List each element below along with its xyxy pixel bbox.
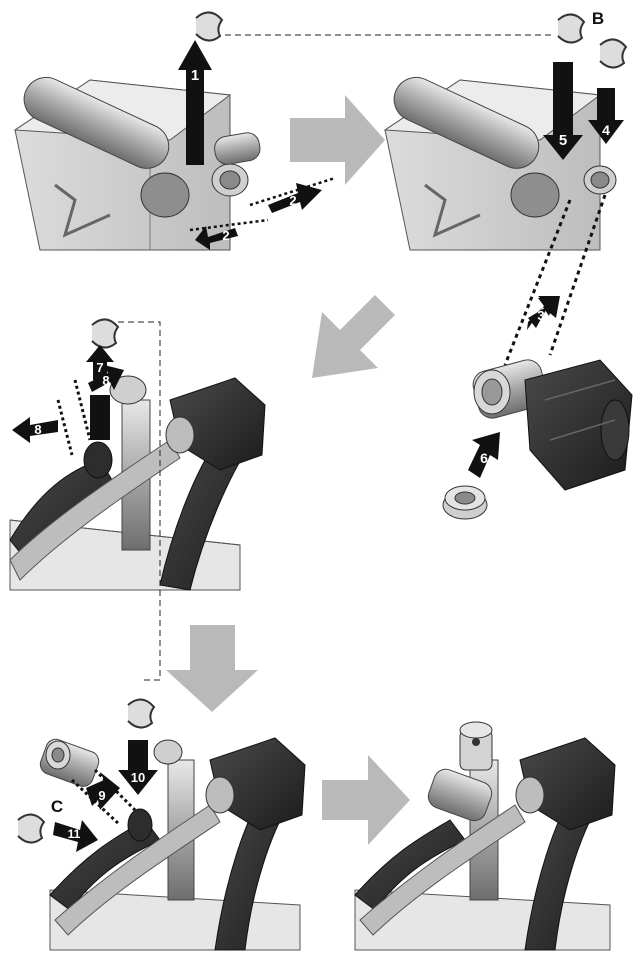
main-pipe <box>23 76 170 169</box>
step-arrow-7: 7 <box>86 345 114 380</box>
step-arrow-1: 1 <box>178 40 212 165</box>
clip-b-icon <box>557 13 586 44</box>
step-label-3: 3 <box>537 308 544 323</box>
step-label-2b: 2 <box>289 193 296 208</box>
step-label-1: 1 <box>191 67 199 84</box>
panel-step-7-8: 7 8 8 <box>9 318 266 591</box>
vent-valve-icon <box>459 721 493 771</box>
panel-step-4-5: B 5 4 <box>383 9 628 366</box>
callout-c: C <box>51 797 63 816</box>
step-arrow-2b: 2 <box>268 183 322 213</box>
step-arrow-5: 5 <box>543 62 583 160</box>
step-label-7: 7 <box>96 360 103 375</box>
pipe-end-cap <box>140 172 190 218</box>
step-arrow-8a: 8 <box>88 365 124 392</box>
elbow-fitting-icon <box>39 738 100 787</box>
flow-arrow-diagonal <box>312 295 395 378</box>
elbow-fitted <box>427 768 493 822</box>
step-label-10: 10 <box>131 770 145 785</box>
step-label-8a: 8 <box>102 373 109 388</box>
flow-arrow-right-top <box>290 95 385 185</box>
step-arrow-10: 10 <box>118 740 158 795</box>
step-arrow-8b: 8 <box>12 417 58 443</box>
pump-assembly <box>472 359 633 491</box>
seal-ring-icon <box>442 485 488 520</box>
wire-bracket <box>54 183 111 238</box>
step-arrow-4: 4 <box>588 88 624 144</box>
step-arrow-2a: 2 <box>195 226 238 250</box>
clip-icon-4 <box>127 698 156 729</box>
main-pipe-2 <box>393 76 540 169</box>
panel-assembled <box>354 721 616 951</box>
clip-link-line-2 <box>118 321 161 681</box>
flow-arrow-down <box>166 625 258 712</box>
step-arrow-3: 3 <box>527 296 560 330</box>
step-arrow-6: 6 <box>468 432 500 478</box>
panel-step-9-11: C 10 9 11 <box>17 698 306 951</box>
step-label-6: 6 <box>480 450 488 466</box>
clip-icon <box>195 11 224 42</box>
step-arrow-11: 11 <box>53 820 98 852</box>
step-label-2a: 2 <box>222 228 229 243</box>
clip-icon-3 <box>91 318 120 349</box>
callout-b: B <box>592 9 604 28</box>
step-label-9: 9 <box>98 788 105 803</box>
flow-arrow-right-bottom <box>322 755 410 845</box>
step-label-4: 4 <box>602 122 610 138</box>
step-label-11: 11 <box>68 827 81 841</box>
clip-c-icon <box>17 813 46 844</box>
panel-step-1-2: 1 2 2 <box>13 11 336 251</box>
step-label-8b: 8 <box>34 422 41 437</box>
clip-icon-2 <box>599 38 628 69</box>
step-label-5: 5 <box>559 132 567 149</box>
